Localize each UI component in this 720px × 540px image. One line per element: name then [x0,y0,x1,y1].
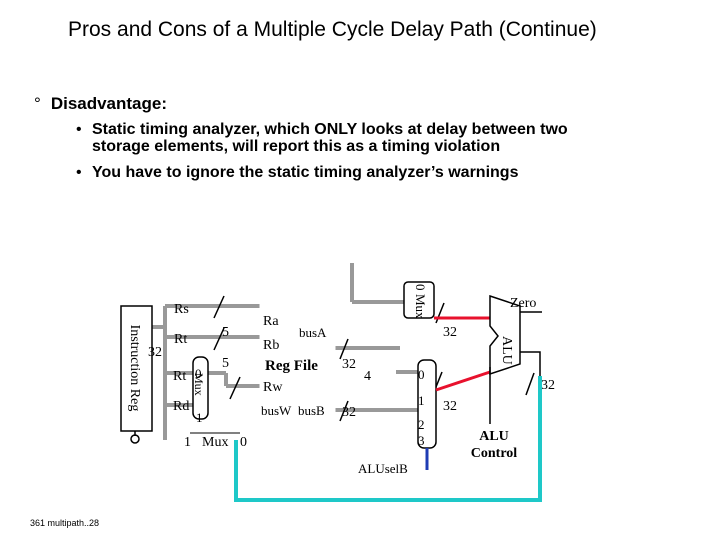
aluselb-in1: 1 [418,393,425,408]
page-title: Pros and Cons of a Multiple Cycle Delay … [68,18,597,41]
busa-width: 32 [342,357,356,372]
slash-alu-out [525,372,535,396]
alu-shape [489,294,521,376]
alusela-mux-label: Mux [413,294,428,319]
alusela-mux-in0: 0 [413,284,428,291]
regfile-busw: busW [261,403,292,418]
regfile-busa: busA [299,325,327,340]
alu-control-line2: Control [471,446,518,461]
alu-b-width: 32 [443,399,457,414]
gray-busses [152,263,418,440]
sub-bullet-1-line1: Static timing analyzer, which ONLY looks… [92,121,568,138]
alu-control-line1: ALU [479,429,509,444]
alu-a-width: 32 [443,325,457,340]
cyan-feedback-path [234,376,542,502]
bottom-mux-label: Mux [202,435,228,450]
regfile-rw: Rw [263,380,283,395]
slash-rt [213,327,225,351]
slash-rs [213,295,225,319]
width-5-b: 5 [222,356,229,371]
regdst-mux [192,356,209,420]
rd-mux-label: Rd [173,399,189,414]
regdst-mux-in0: 0 [195,366,202,381]
instruction-reg-box [120,305,153,432]
constant-four: 4 [364,369,371,384]
aluselb-in2: 2 [418,417,425,432]
alusela-mux [403,281,435,319]
main-bullet-text: Disadvantage: [50,94,168,113]
bullet-dot: • [76,164,82,181]
rt-mux-label: Rt [173,369,186,384]
zero-label: Zero [510,296,536,311]
sub-bullet-1-line2: storage elements, will report this as a … [92,138,501,155]
instruction-reg-label: Instruction Reg [127,325,142,412]
bottom-mux-in0: 0 [240,435,247,450]
alu-out-width: 32 [541,378,555,393]
regfile-busb: busB [298,403,325,418]
red-paths [434,316,491,392]
alu-label: ALU [499,336,514,365]
bottom-mux-in1: 1 [184,435,191,450]
slash-busb [339,400,349,422]
slide-footer: 361 multipath..28 [30,518,100,528]
ir-clock-bubble [130,434,140,444]
aluselb-in3: 3 [418,433,425,448]
regdst-mux-in1: 1 [196,410,203,425]
regfile-title: Reg File [265,358,318,374]
busb-width: 32 [342,405,356,420]
bullet-dot: • [76,121,82,138]
alu-out-wire [520,351,541,378]
main-bullet: ° Disadvantage: [34,94,167,114]
slash-alu-a [435,302,445,324]
bullet-symbol: ° [34,94,41,113]
sub-bullet-2-line1: You have to ignore the static timing ana… [92,164,519,181]
aluselb-label: ALUselB [358,461,408,476]
width-5-a: 5 [222,325,229,340]
ir-width-label: 32 [148,345,162,360]
regfile-ra: Ra [263,314,279,329]
regfile-rb: Rb [263,338,279,353]
aluselb-in0: 0 [418,367,425,382]
slash-rw [229,376,241,400]
rs-label: Rs [174,302,189,317]
red-alu-b [435,370,491,392]
regdst-mux-label: Mux [192,373,206,396]
rt-label: Rt [174,332,187,347]
reg-file-box [259,299,336,423]
slash-busa [339,338,349,360]
